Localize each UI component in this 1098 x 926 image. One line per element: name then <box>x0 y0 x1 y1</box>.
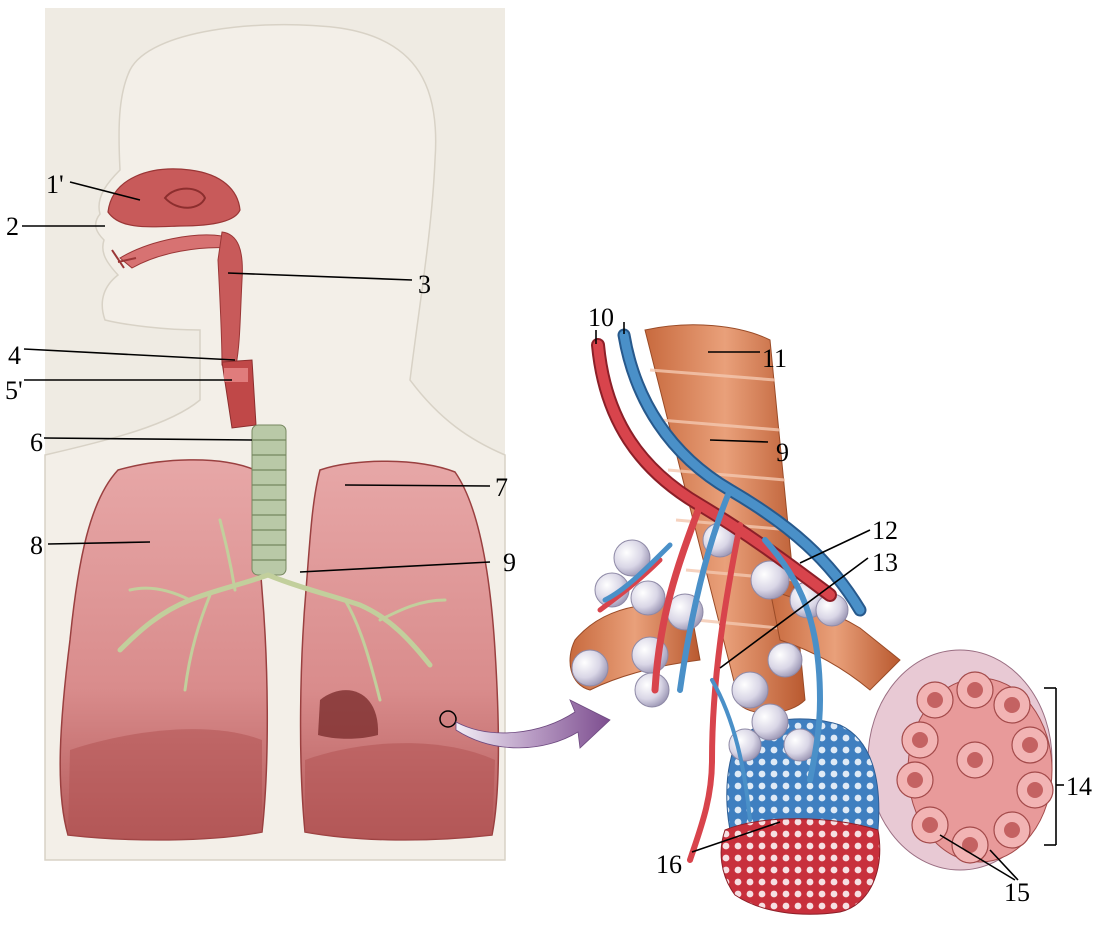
label-6: 6 <box>30 430 43 456</box>
label-1: 1' <box>46 172 64 198</box>
label-11: 11 <box>762 346 787 372</box>
label-13: 13 <box>872 550 898 576</box>
label-16: 16 <box>656 852 682 878</box>
label-10: 10 <box>588 305 614 331</box>
label-8: 8 <box>30 533 43 559</box>
label-2: 2 <box>6 214 19 240</box>
capillary-network-red <box>721 819 880 915</box>
label-15: 15 <box>1004 880 1030 906</box>
label-12: 12 <box>872 518 898 544</box>
label-9: 9 <box>503 550 516 576</box>
label-7: 7 <box>495 475 508 501</box>
label-14: 14 <box>1066 774 1092 800</box>
alveolar-sac <box>868 650 1053 870</box>
label-5: 5' <box>5 378 23 404</box>
label-3: 3 <box>418 272 431 298</box>
label-4: 4 <box>8 343 21 369</box>
label-9-magnified: 9 <box>776 440 789 466</box>
pharynx <box>218 232 242 365</box>
